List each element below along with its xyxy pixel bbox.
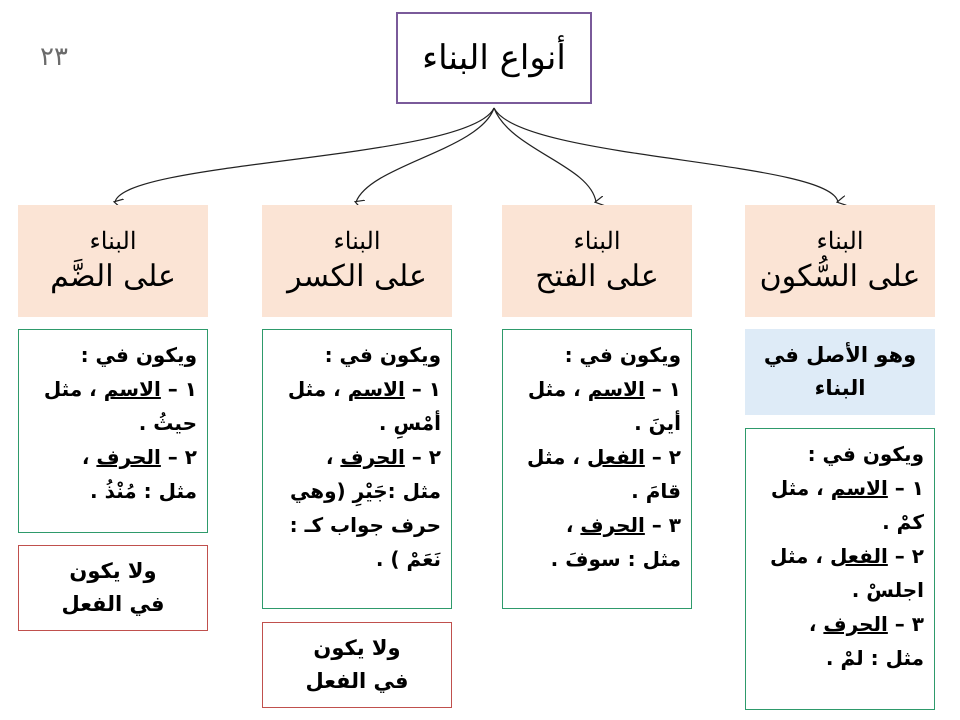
header-kasr: البناء على الكسر: [262, 205, 452, 317]
note-kasr-line1: ولا يكون: [313, 636, 401, 661]
note-damm-line2: في الفعل: [61, 592, 165, 616]
example: مثل : سوفَ .: [550, 547, 681, 571]
note-kasr-line2: في الفعل: [305, 669, 409, 693]
header-kasr-line2: على الكسر: [287, 259, 427, 295]
header-sukun: البناء على السُّكون: [745, 205, 935, 317]
list-item: ١ – الاسم ، مثل: [527, 377, 681, 401]
term: الحرف: [823, 612, 888, 636]
intro: ويكون في :: [807, 442, 924, 466]
example: أمْسِ .: [378, 411, 441, 435]
term: الحرف: [96, 445, 161, 469]
header-kasr-line1: البناء: [333, 226, 381, 255]
term: الاسم: [103, 377, 161, 401]
details-fath: ويكون في : ١ – الاسم ، مثل أينَ . ٢ – ال…: [502, 329, 692, 609]
example: كمْ .: [882, 510, 924, 534]
list-item: ١ – الاسم ، مثل: [287, 377, 441, 401]
term: الحرف: [580, 513, 645, 537]
list-item: ٢ – الفعل ، مثل: [527, 445, 681, 469]
diagram-title-text: أنواع البناء: [422, 38, 566, 78]
page-number: ٢٣: [40, 42, 68, 72]
header-sukun-line2: على السُّكون: [759, 259, 921, 295]
example: اجلسْ .: [851, 578, 924, 602]
header-damm-line1: البناء: [89, 226, 137, 255]
term: الاسم: [830, 476, 888, 500]
example: أينَ .: [634, 411, 681, 435]
details-sukun: ويكون في : ١ – الاسم ، مثل كمْ . ٢ – الف…: [745, 428, 935, 710]
term: الاسم: [347, 377, 405, 401]
arrow-to-damm: [115, 107, 495, 202]
list-item: ٣ – الحرف ،: [565, 513, 681, 537]
note-damm-line1: ولا يكون: [69, 559, 157, 584]
example: قامَ .: [631, 479, 681, 503]
list-item: ١ – الاسم ، مثل: [770, 476, 924, 500]
list-item: ٢ – الفعل ، مثل: [770, 544, 924, 568]
example: مثل :جَيْرِ (وهي: [289, 479, 441, 503]
note-sukun-line1: وهو الأصل في: [763, 343, 917, 368]
note-sukun: وهو الأصل في البناء: [745, 329, 935, 415]
header-sukun-line1: البناء: [816, 226, 864, 255]
example: حيثُ .: [138, 411, 197, 435]
header-fath-line2: على الفتح: [535, 259, 659, 295]
list-item: ١ – الاسم ، مثل: [43, 377, 197, 401]
term: الحرف: [340, 445, 405, 469]
header-damm-line2: على الضَّم: [50, 259, 176, 295]
note-kasr: ولا يكون في الفعل: [262, 622, 452, 708]
arrow-to-kasr: [356, 107, 495, 202]
intro: ويكون في :: [564, 343, 681, 367]
header-damm: البناء على الضَّم: [18, 205, 208, 317]
intro: ويكون في :: [324, 343, 441, 367]
list-item: ٣ – الحرف ،: [808, 612, 924, 636]
note-damm: ولا يكون في الفعل: [18, 545, 208, 631]
header-fath: البناء على الفتح: [502, 205, 692, 317]
term: الاسم: [587, 377, 645, 401]
details-damm: ويكون في : ١ – الاسم ، مثل حيثُ . ٢ – ال…: [18, 329, 208, 533]
details-kasr: ويكون في : ١ – الاسم ، مثل أمْسِ . ٢ – ا…: [262, 329, 452, 609]
example: مثل : لمْ .: [825, 646, 924, 670]
term: الفعل: [829, 544, 888, 568]
arrow-to-fath: [493, 107, 596, 202]
example: حرف جواب كـ :: [289, 513, 441, 537]
arrow-to-sukun: [493, 107, 838, 202]
note-sukun-line2: البناء: [814, 376, 866, 400]
header-fath-line1: البناء: [573, 226, 621, 255]
example: نَعَمْ ) .: [375, 547, 441, 571]
list-item: ٢ – الحرف ،: [325, 445, 441, 469]
term: الفعل: [586, 445, 645, 469]
diagram-title: أنواع البناء: [396, 12, 592, 104]
list-item: ٢ – الحرف ،: [81, 445, 197, 469]
example: مثل : مُنْذُ .: [90, 479, 197, 503]
intro: ويكون في :: [80, 343, 197, 367]
